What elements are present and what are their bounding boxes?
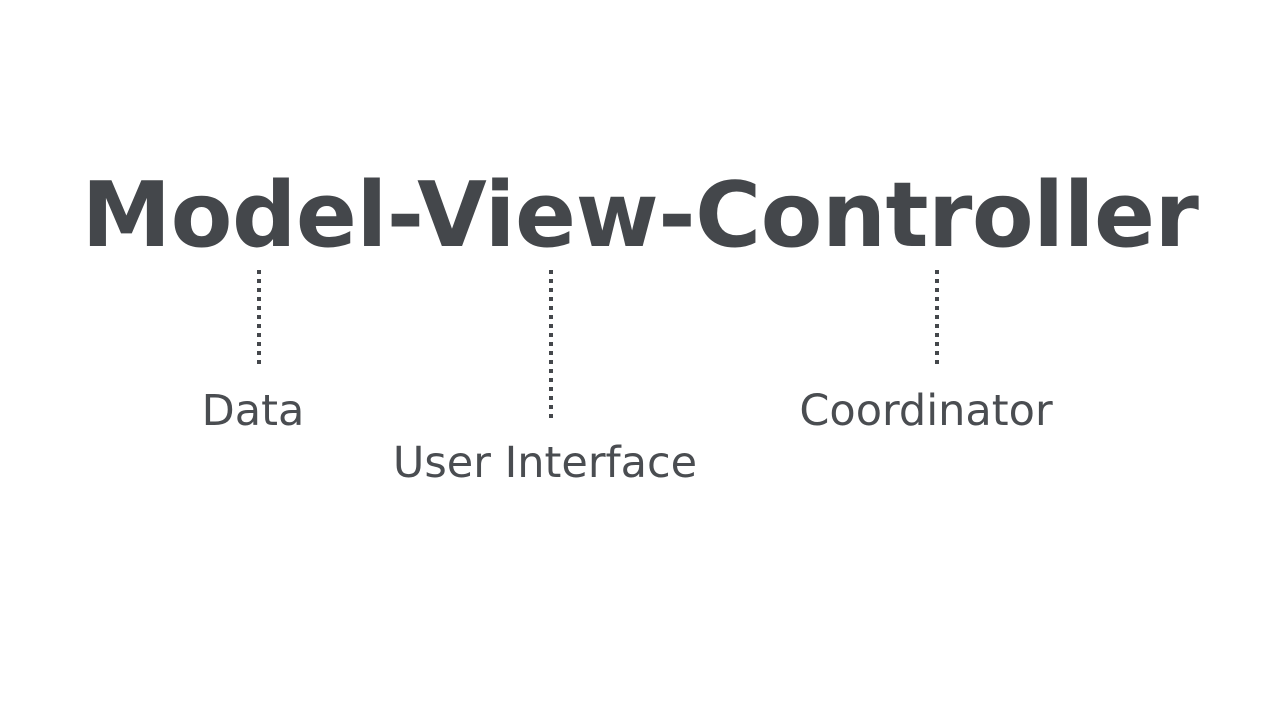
view-connector-line <box>549 270 553 420</box>
controller-definition-label: Coordinator <box>799 386 1053 436</box>
model-definition-label: Data <box>201 386 305 436</box>
view-definition-label: User Interface <box>392 438 698 488</box>
model-connector-line <box>257 270 261 367</box>
page-title: Model-View-Controller <box>81 163 1199 268</box>
controller-connector-line <box>935 270 939 367</box>
